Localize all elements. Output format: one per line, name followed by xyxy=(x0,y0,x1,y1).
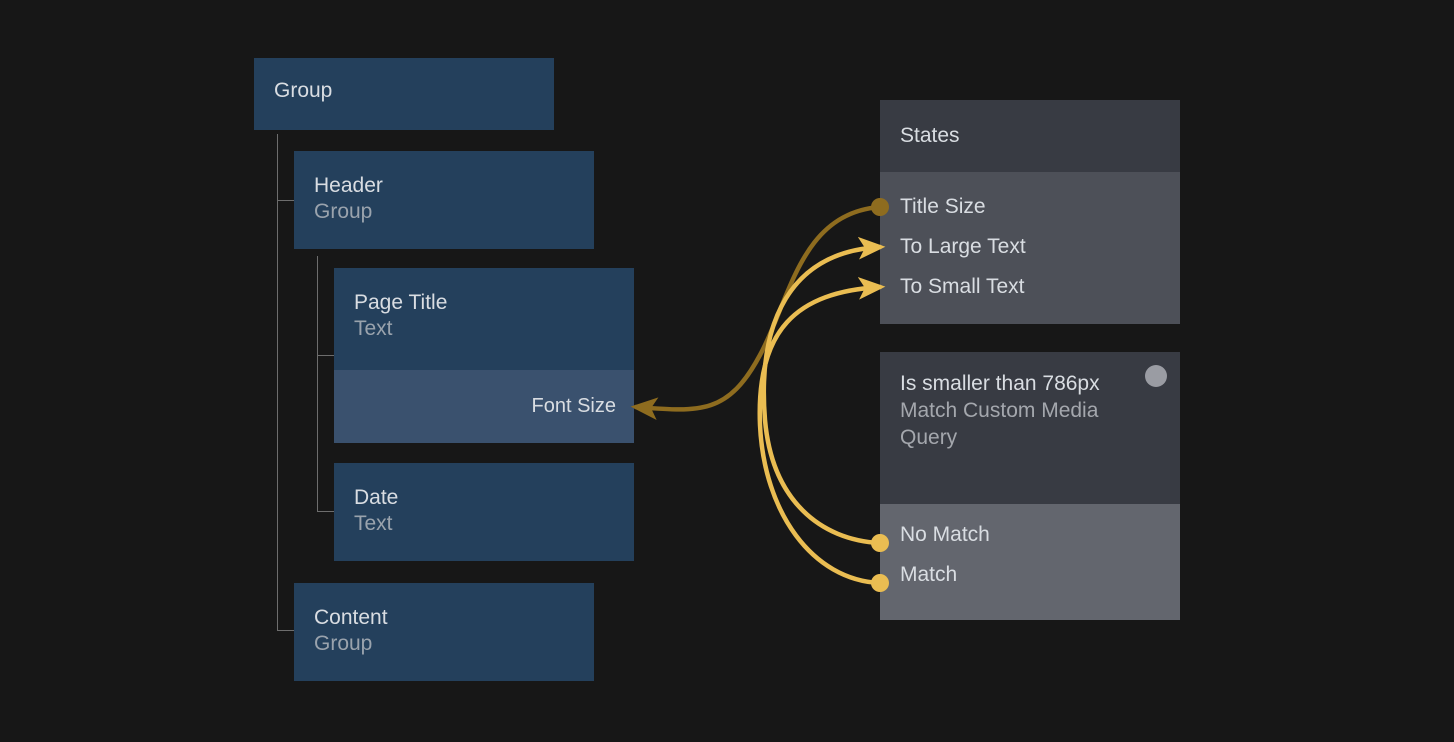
panel-title: States xyxy=(900,124,960,147)
tree-line-branch-content xyxy=(277,630,294,631)
node-title: Header xyxy=(314,174,383,197)
node-content[interactable]: Content Group xyxy=(294,583,594,681)
wire-title-size-to-font-size xyxy=(630,204,883,420)
panel-states-header: States xyxy=(880,100,1180,172)
panel-media-query-text: Is smaller than 786px Match Custom Media… xyxy=(900,370,1100,451)
panel-subtitle: Match Custom Media Query xyxy=(900,399,1099,449)
node-group[interactable]: Group xyxy=(254,58,554,130)
node-date-body: Date Text xyxy=(354,485,398,537)
panel-media-query-header: Is smaller than 786px Match Custom Media… xyxy=(880,352,1180,504)
wire-match-to-to-small-text xyxy=(757,276,886,586)
node-title: Content xyxy=(314,606,388,629)
wire-no-match-to-to-large-text xyxy=(761,236,886,546)
node-subtitle: Text xyxy=(354,512,393,535)
mq-row-no-match[interactable]: No Match xyxy=(900,523,990,546)
tree-line-branch-pagetitle xyxy=(317,355,334,356)
node-date[interactable]: Date Text xyxy=(334,463,634,561)
node-header[interactable]: Header Group xyxy=(294,151,594,249)
status-dot-icon xyxy=(1145,365,1167,387)
node-title: Date xyxy=(354,486,399,509)
state-row-title-size[interactable]: Title Size xyxy=(900,195,986,218)
tree-line-trunk xyxy=(277,134,278,630)
node-page-title[interactable]: Page Title Text Font Size xyxy=(334,268,634,443)
node-header-body: Header Group xyxy=(314,173,383,225)
node-content-body: Content Group xyxy=(314,605,388,657)
panel-states-body: Title Size To Large Text To Small Text xyxy=(880,172,1180,324)
node-title: Group xyxy=(274,79,333,102)
panel-media-query[interactable]: Is smaller than 786px Match Custom Media… xyxy=(880,352,1180,620)
tree-line-branch-header xyxy=(277,200,294,201)
node-subtitle: Group xyxy=(314,632,373,655)
panel-states[interactable]: States Title Size To Large Text To Small… xyxy=(880,100,1180,324)
state-row-to-large-text[interactable]: To Large Text xyxy=(900,235,1026,258)
node-group-body: Group xyxy=(274,78,332,104)
node-title: Page Title xyxy=(354,291,448,314)
state-row-to-small-text[interactable]: To Small Text xyxy=(900,275,1025,298)
mq-row-match[interactable]: Match xyxy=(900,563,958,586)
tree-line-branch-date xyxy=(317,511,334,512)
panel-media-query-body: No Match Match xyxy=(880,504,1180,620)
node-subtitle: Text xyxy=(354,317,393,340)
node-subtitle: Group xyxy=(314,200,373,223)
node-page-title-body: Page Title Text xyxy=(354,290,447,342)
panel-title: Is smaller than 786px xyxy=(900,372,1100,395)
node-property-label: Font Size xyxy=(531,395,616,417)
tree-line-trunk-sub xyxy=(317,256,318,511)
node-property-font-size[interactable]: Font Size xyxy=(334,370,634,443)
